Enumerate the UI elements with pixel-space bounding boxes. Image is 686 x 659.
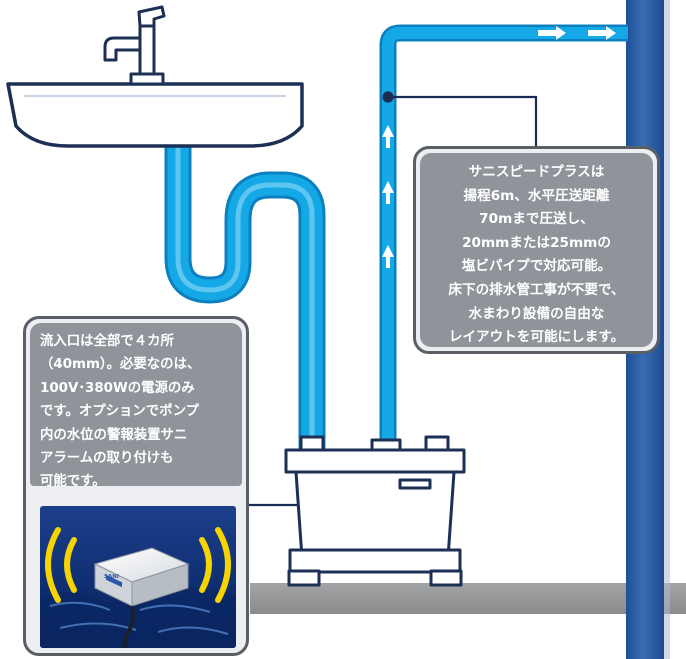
callout-inlets-line: です。オプションでポンプ [40, 404, 199, 420]
callout-performance-line: 20mmまたは25mmの [462, 234, 611, 251]
alarm-device-illustration: SANI [40, 506, 236, 648]
sink-basin [6, 82, 304, 148]
callout-inlets-line: アラームの取り付けも [40, 451, 174, 467]
callout-inlets-box: 流入口は全部で４カ所 （40mm）。必要なのは、 100V･380Wの電源のみ … [30, 323, 242, 489]
sink-drain-pipe [164, 128, 326, 464]
alarm-device-photo: SANI [40, 506, 236, 648]
callout-performance-text: サニスピードプラスは 揚程6m、水平圧送距離 70mまで圧送し、 20mmまたは… [420, 161, 653, 350]
callout-performance-line: サニスピードプラスは [468, 164, 605, 180]
callout-inlets-line: （40mm）。必要なのは、 [40, 357, 201, 373]
discharge-pipe [379, 24, 628, 445]
flow-arrow-icon [382, 26, 616, 268]
callout-performance-box: サニスピードプラスは 揚程6m、水平圧送距離 70mまで圧送し、 20mmまたは… [420, 153, 653, 347]
callout-performance-line: レイアウトを可能にします。 [448, 329, 625, 346]
callout-inlets-line: 可能です。 [40, 474, 106, 490]
callout-inlets-text: 流入口は全部で４カ所 （40mm）。必要なのは、 100V･380Wの電源のみ … [40, 330, 238, 494]
faucet-icon [103, 5, 166, 86]
callout-performance-line: 70mまで圧送し、 [479, 211, 594, 228]
callout-inlets-line: 内の水位の警報装置サニ [40, 427, 188, 443]
alarm-wave-icon [45, 527, 231, 603]
callout-inlets: 流入口は全部で４カ所 （40mm）。必要なのは、 100V･380Wの電源のみ … [23, 316, 249, 656]
callout-performance-line: 塩ビパイプで対応可能。 [461, 258, 612, 275]
floor-slab [250, 583, 686, 614]
callout-inlets-line: 流入口は全部で４カ所 [40, 334, 174, 349]
callout-performance-line: 水まわり設備の自由な [468, 305, 605, 322]
callout-performance: サニスピードプラスは 揚程6m、水平圧送距離 70mまで圧送し、 20mmまたは… [413, 146, 660, 354]
pump-unit [284, 435, 466, 587]
callout-inlets-line: 100V･380Wの電源のみ [40, 380, 195, 396]
callout-performance-line: 床下の排水管工事が不要で、 [448, 281, 625, 298]
callout-performance-line: 揚程6m、水平圧送距離 [463, 187, 610, 204]
alarm-device-brand: SANI [104, 574, 119, 580]
